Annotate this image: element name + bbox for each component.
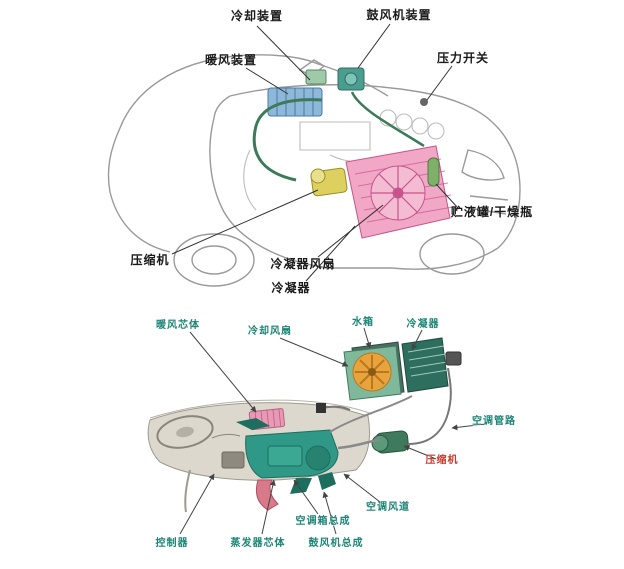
floor-duct-graphic bbox=[255, 479, 279, 511]
label-heater-unit: 暖风装置 bbox=[204, 53, 258, 67]
top-callout-lines bbox=[171, 23, 459, 282]
condenser-bottom-graphic bbox=[401, 337, 462, 393]
label-ac-box-assembly: 空调箱总成 bbox=[295, 516, 351, 527]
label-condenser-top: 冷凝器 bbox=[271, 281, 311, 295]
label-receiver-drier: 贮液罐/干燥瓶 bbox=[450, 205, 534, 219]
compressor-bottom-graphic bbox=[371, 430, 409, 454]
receiver-drier-graphic bbox=[427, 157, 440, 187]
label-cooling-fan: 冷却风扇 bbox=[248, 326, 292, 337]
label-ac-duct: 空调风道 bbox=[366, 502, 410, 513]
ac-hoses-graphic bbox=[252, 91, 425, 182]
label-condenser-bottom: 冷凝器 bbox=[406, 319, 440, 330]
bottom-arrow-lines bbox=[179, 327, 487, 535]
label-blower-unit: 鼓风机装置 bbox=[366, 8, 432, 22]
label-blower-assembly: 鼓风机总成 bbox=[308, 538, 364, 549]
car-outline-graphic bbox=[107, 54, 521, 287]
label-compressor-top: 压缩机 bbox=[130, 253, 170, 267]
label-pressure-switch: 压力开关 bbox=[436, 51, 490, 65]
label-evaporator-core: 蒸发器芯体 bbox=[230, 538, 286, 549]
label-radiator: 水箱 bbox=[352, 317, 374, 328]
label-ac-pipes: 空调管路 bbox=[472, 416, 516, 427]
blower-unit-graphic bbox=[337, 67, 365, 91]
cooling-unit-graphic bbox=[305, 69, 327, 85]
condenser-graphic bbox=[345, 145, 454, 239]
label-cooling-unit: 冷却装置 bbox=[230, 9, 284, 23]
pressure-switch-graphic bbox=[420, 98, 428, 106]
label-compressor-bottom: 压缩机 bbox=[425, 455, 459, 466]
label-condenser-fan: 冷凝器风扇 bbox=[270, 257, 336, 271]
label-heater-core: 暖风芯体 bbox=[156, 320, 200, 331]
compressor-graphic bbox=[310, 167, 348, 197]
ac-pipes-graphic bbox=[316, 367, 452, 450]
label-controller: 控制器 bbox=[155, 538, 189, 549]
radiator-fan-graphic bbox=[343, 341, 405, 401]
